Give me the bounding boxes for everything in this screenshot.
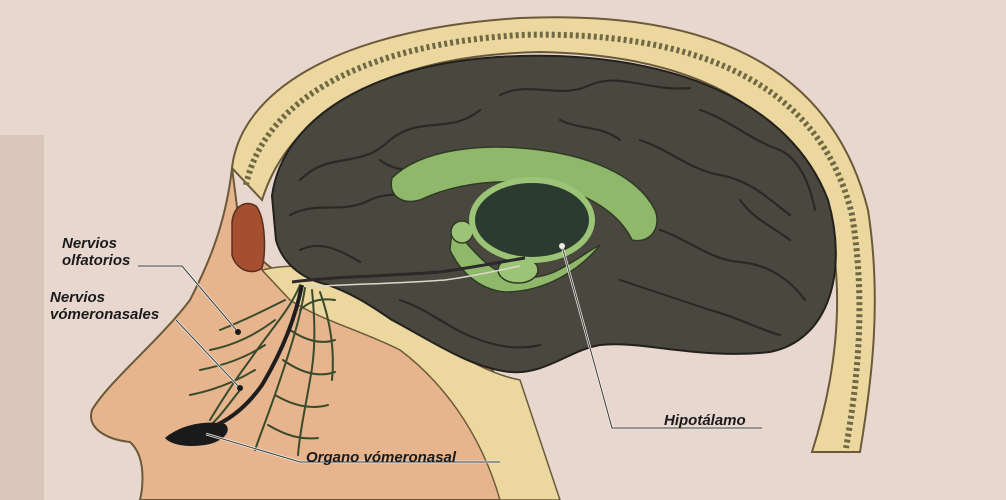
leader-dot-hypothalamus xyxy=(559,243,565,249)
label-vomeronasal-line2: vómeronasales xyxy=(50,306,160,323)
label-olfactory-line2: olfatorios xyxy=(62,252,131,269)
label-vomeronasal-organ: Organo vómeronasal xyxy=(306,449,457,466)
olfactory-branches xyxy=(189,284,336,456)
label-vomeronasal-nerves: Nervios vómeronasales xyxy=(50,289,159,323)
left-edge-strip xyxy=(0,135,44,500)
nerve-tract-2 xyxy=(294,265,521,289)
label-olfactory-nerves: Nervios olfatorios xyxy=(62,235,130,269)
nerve-tract xyxy=(291,256,526,284)
frontal-sinus xyxy=(231,202,266,273)
skull-diploe xyxy=(243,31,863,449)
label-hypothalamus: Hipotálamo xyxy=(664,412,746,429)
skull-bone xyxy=(230,16,876,453)
label-vomeronasal-line1: Nervios xyxy=(50,289,106,306)
limbic-arc xyxy=(390,146,658,242)
vomeronasal-nerve xyxy=(209,284,304,430)
vomeronasal-organ xyxy=(165,422,228,446)
leader-dot-vomeronasal xyxy=(237,385,243,391)
leader-dot-olfactory xyxy=(235,329,241,335)
brain-gyri xyxy=(288,79,817,349)
hypothalamus-region xyxy=(469,177,595,263)
label-olfactory-line1: Nervios xyxy=(62,235,118,252)
